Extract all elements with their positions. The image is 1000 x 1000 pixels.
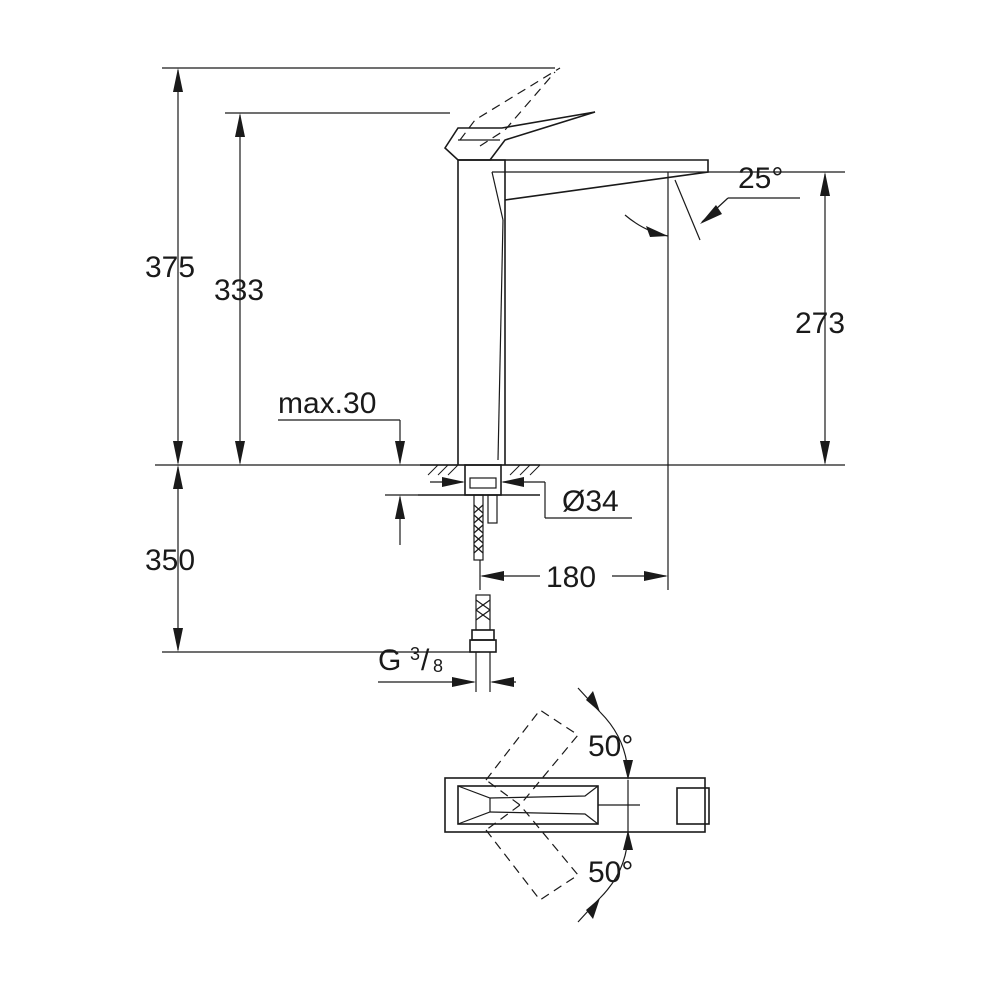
dim-333: 333: [214, 113, 264, 465]
dim-350-label: 350: [145, 544, 195, 577]
dim-diameter-34-label: Ø34: [562, 485, 619, 518]
faucet-top-view: [444, 709, 710, 901]
dim-max30-label: max.30: [278, 387, 376, 420]
dim-180-label: 180: [546, 561, 596, 594]
swivel-bottom-label: 50°: [588, 856, 633, 889]
thread-g-label: G: [378, 644, 401, 677]
dim-swivel: 50° 50°: [577, 687, 633, 923]
dim-25-label: 25°: [738, 162, 783, 195]
dim-25-angle: 25°: [624, 162, 800, 241]
dim-273-label: 273: [795, 307, 845, 340]
swivel-top-label: 50°: [588, 730, 633, 763]
thread-sep-label: /: [421, 644, 430, 677]
dim-max30: max.30: [278, 387, 418, 545]
dim-375-label: 375: [145, 251, 195, 284]
dim-350: 350: [145, 465, 195, 652]
thread-den-label: 8: [433, 656, 443, 676]
dim-thread-g38: G 3 / 8: [378, 644, 516, 687]
dim-diameter-34: Ø34: [430, 477, 632, 519]
faucet-side-view: [443, 67, 709, 465]
thread-num-label: 3: [410, 644, 420, 664]
dim-375: 375: [145, 68, 195, 465]
dim-180: 180: [479, 560, 668, 594]
deck-mounting: [418, 464, 541, 692]
dim-333-label: 333: [214, 274, 264, 307]
dim-273: 273: [795, 172, 845, 465]
